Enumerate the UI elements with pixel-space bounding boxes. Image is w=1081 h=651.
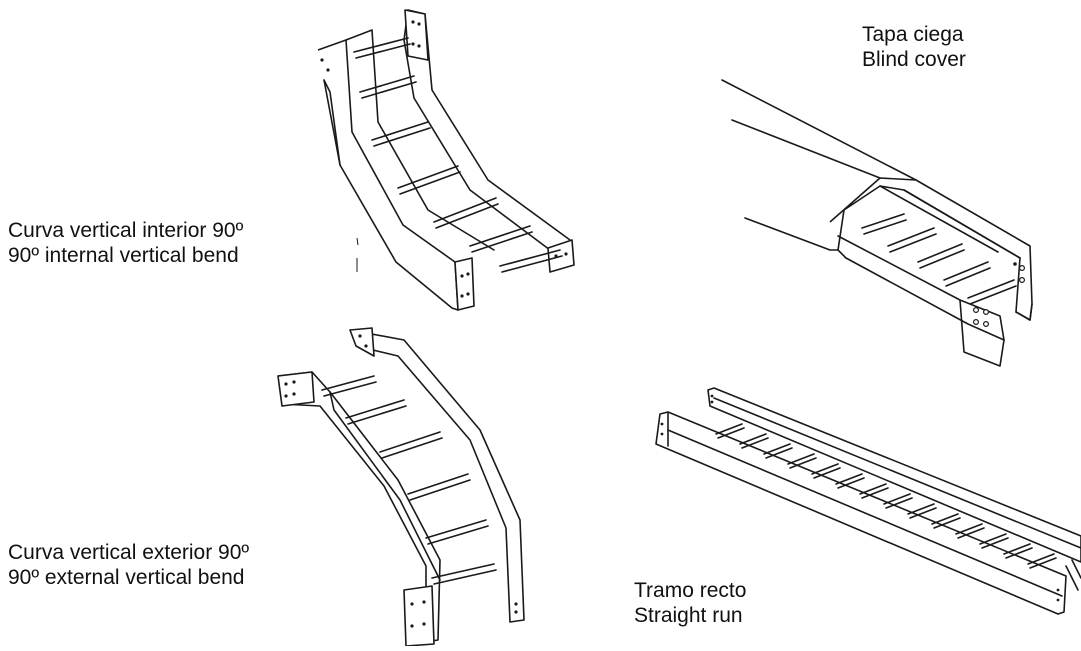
straight-run-rungs (715, 423, 1057, 569)
blind-cover-drawing (721, 79, 1033, 367)
blind-cover-rungs (861, 213, 1017, 305)
internal-bend-label-en: 90º internal vertical bend (8, 244, 239, 267)
straight-run-label-en: Straight run (634, 604, 743, 627)
external-bend-rungs (321, 375, 497, 585)
straight-run-label-es: Tramo recto (634, 579, 747, 602)
external-vertical-bend-drawing (277, 327, 525, 647)
straight-run-caption: Tramo recto Straight run (634, 578, 746, 628)
blind-cover-caption: Tapa ciega Blind cover (862, 22, 966, 72)
internal-bend-caption: Curva vertical interior 90º 90º internal… (8, 218, 243, 268)
blind-cover-label-es: Tapa ciega (862, 23, 964, 46)
internal-bend-label-es: Curva vertical interior 90º (8, 219, 244, 242)
straight-run-drawing (655, 387, 1081, 615)
blind-cover-label-en: Blind cover (862, 48, 966, 71)
internal-vertical-bend-drawing (317, 9, 575, 311)
external-bend-caption: Curva vertical exterior 90º 90º external… (8, 540, 249, 590)
external-bend-label-es: Curva vertical exterior 90º (8, 541, 250, 564)
external-bend-label-en: 90º external vertical bend (8, 566, 245, 589)
internal-bend-rungs (353, 37, 563, 273)
